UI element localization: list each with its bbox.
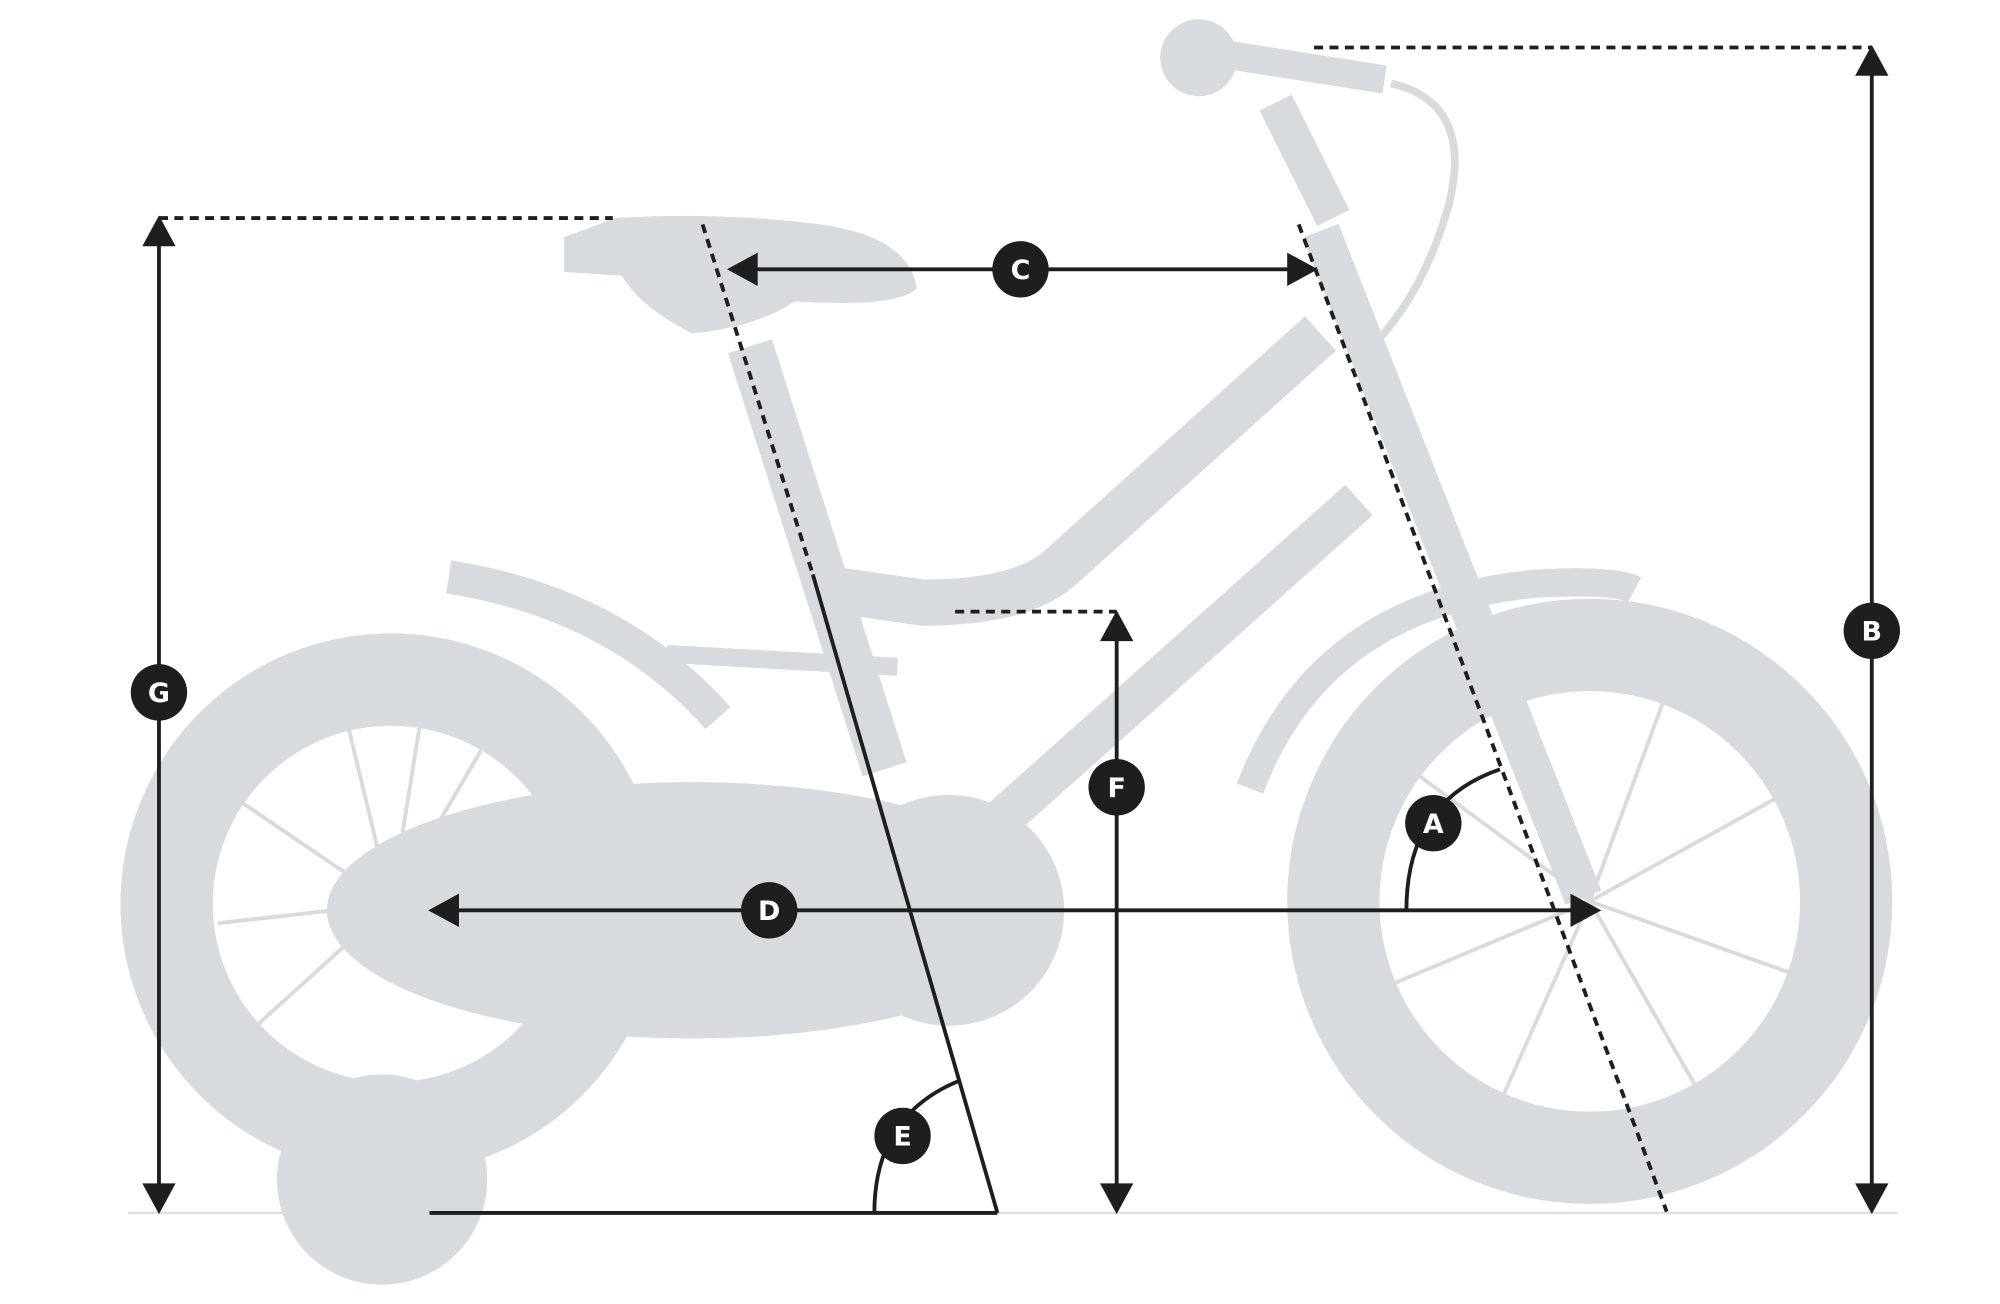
training-wheel — [276, 1074, 488, 1285]
top-tube — [830, 316, 1336, 626]
chain-stay — [666, 644, 898, 676]
front-wheel — [1287, 598, 1893, 1204]
label-e: E — [893, 1122, 911, 1153]
seat-tube — [728, 339, 907, 777]
stem — [1259, 94, 1350, 227]
label-a: A — [1423, 809, 1444, 840]
dimension-c: C — [726, 241, 1318, 298]
down-tube — [986, 484, 1373, 836]
label-d: D — [758, 896, 780, 927]
bike-silhouette — [120, 19, 1893, 1285]
fork — [1302, 223, 1602, 905]
label-g: G — [148, 678, 170, 709]
head-tube-axis — [1296, 223, 1669, 1213]
dimension-d: D — [428, 882, 1602, 939]
label-c: C — [1011, 255, 1031, 286]
dimension-a: A — [1404, 767, 1501, 911]
dimension-e: E — [429, 573, 1000, 1215]
dimension-f: F — [1088, 610, 1145, 1215]
rear-fender — [446, 560, 731, 730]
brake-cable — [1369, 79, 1459, 349]
dimension-b: B — [1843, 44, 1900, 1215]
label-b: B — [1862, 617, 1883, 648]
front-wheel-spokes — [1383, 691, 1796, 1104]
handlebar-grip — [1160, 19, 1238, 97]
label-f: F — [1107, 773, 1125, 804]
dimension-g: G — [130, 215, 188, 1215]
